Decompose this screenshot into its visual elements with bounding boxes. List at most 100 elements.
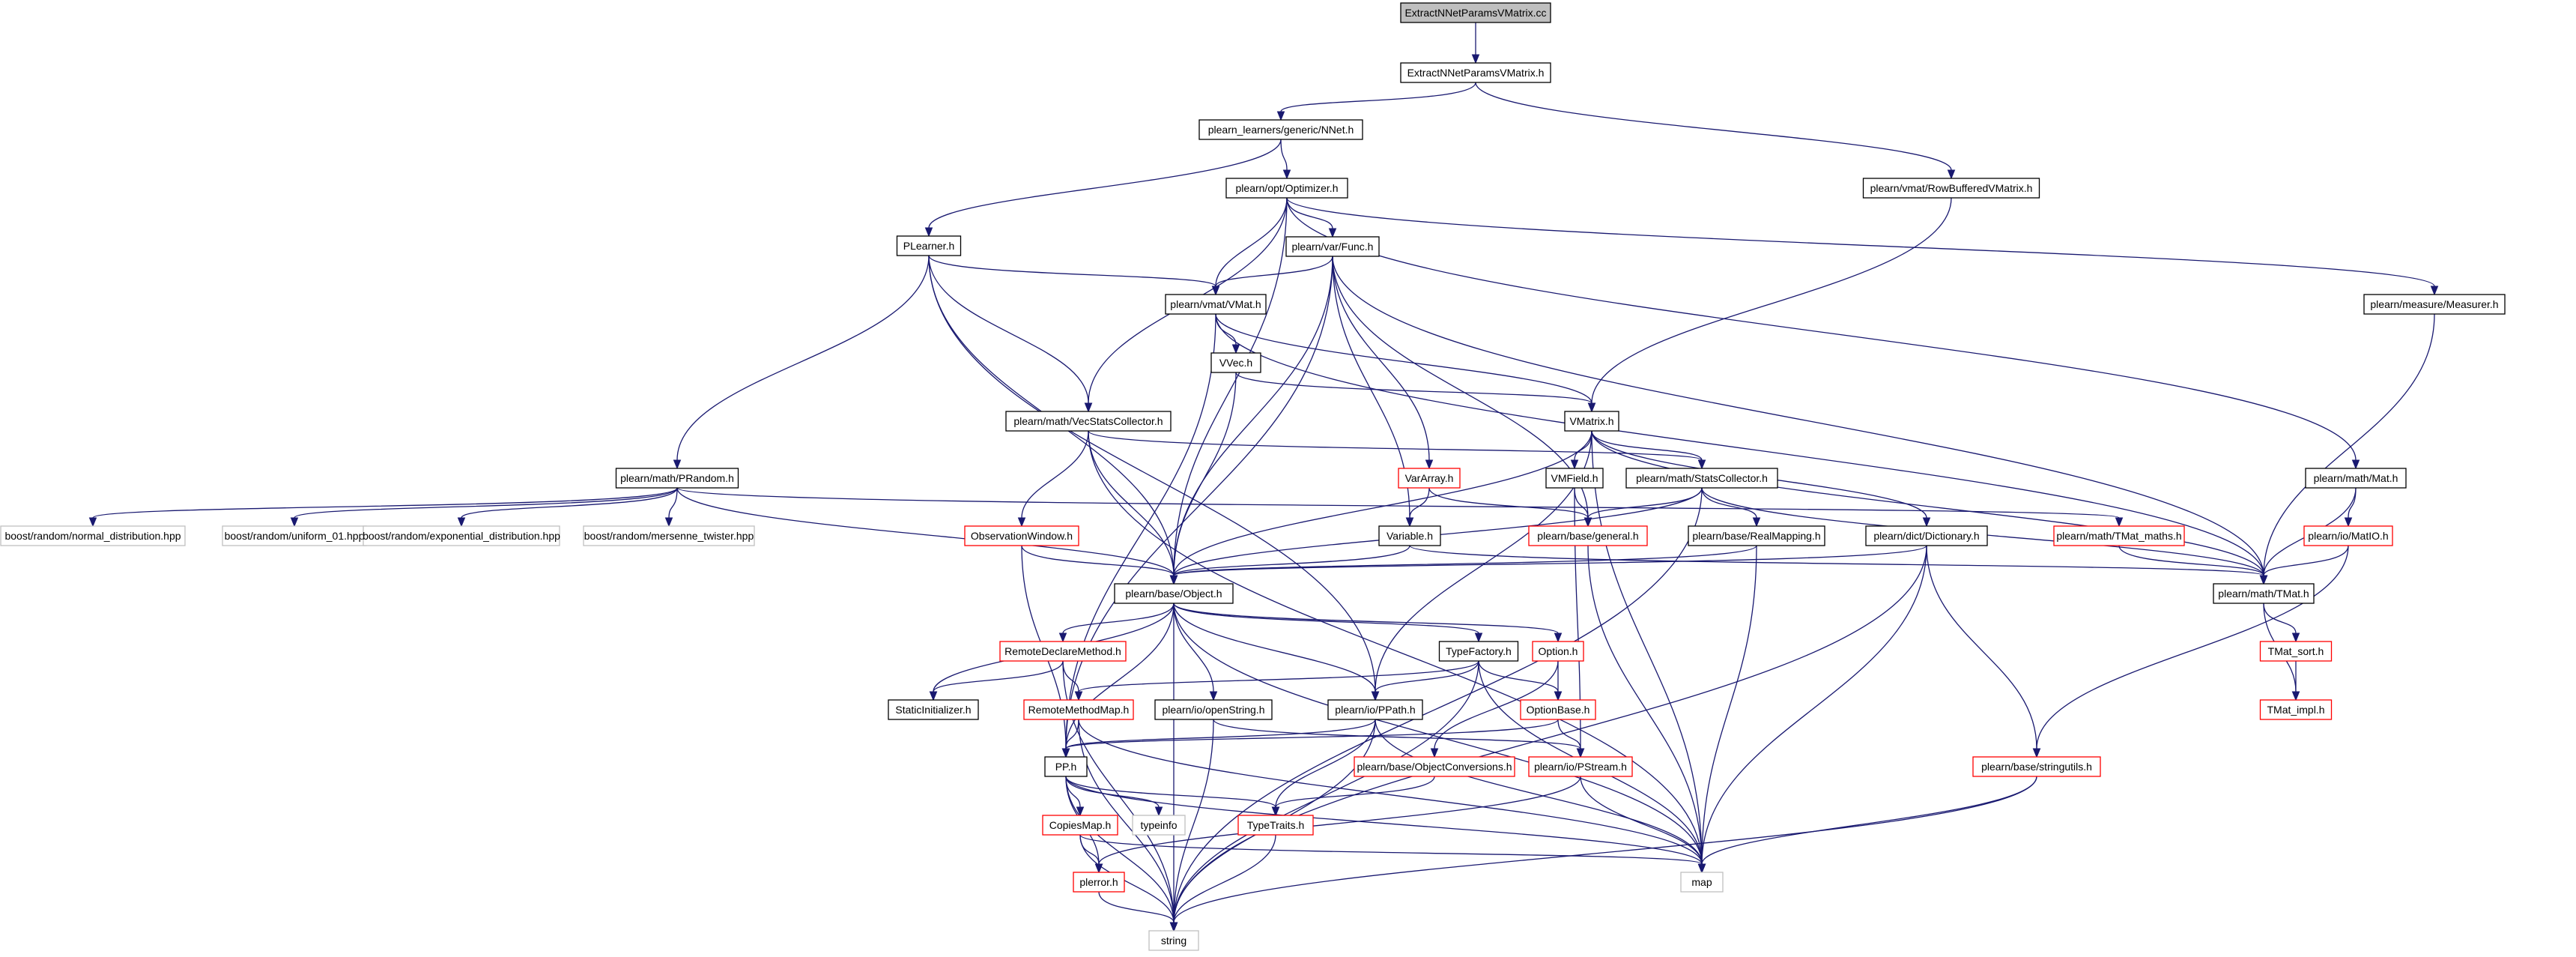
arrowhead-root-to-extract_h [1471, 54, 1480, 64]
node-stringutils-h[interactable]: plearn/base/stringutils.h [1972, 756, 2101, 777]
node-uniform01: boost/random/uniform_01.hpp [222, 525, 367, 546]
node-openstring-h[interactable]: plearn/io/openString.h [1154, 699, 1273, 720]
node-ppath-h[interactable]: plearn/io/PPath.h [1327, 699, 1423, 720]
node-vvec-h[interactable]: VVec.h [1210, 352, 1261, 373]
node-objconv-h[interactable]: plearn/base/ObjectConversions.h [1354, 756, 1515, 777]
node-box [2053, 525, 2185, 546]
node-box [1354, 756, 1515, 777]
node-box [2363, 294, 2506, 315]
edge-openstring_h-to-pstream_h [1213, 719, 1581, 749]
node-vecstats-h[interactable]: plearn/math/VecStatsCollector.h [1005, 411, 1172, 432]
edge-stringutils_h-to-map [1701, 776, 2037, 865]
arrowhead-object_h-to-openstring_h [1209, 691, 1218, 701]
edge-prandom_h-to-exp_dist [461, 487, 678, 519]
node-remotedeclare-h[interactable]: RemoteDeclareMethod.h [999, 641, 1127, 662]
edge-remotemethodmap_h-to-string [1078, 719, 1175, 923]
node-label: CopiesMap.h [1049, 819, 1112, 831]
node-pstream-h[interactable]: plearn/io/PStream.h [1528, 756, 1633, 777]
edge-ppath_h-to-pp_h [1065, 719, 1376, 749]
node-vmfield-h[interactable]: VMField.h [1545, 468, 1604, 489]
node-typefactory-h[interactable]: TypeFactory.h [1438, 641, 1519, 662]
node-box [1865, 525, 1988, 546]
node-general-h[interactable]: plearn/base/general.h [1528, 525, 1648, 546]
edge-dictionary_h-to-stringutils_h [1926, 545, 2037, 749]
node-tmat-impl-h[interactable]: TMat_impl.h [2259, 699, 2333, 720]
edge-optimizer_h-to-vmat_h [1215, 197, 1288, 287]
node-label: plearn/base/stringutils.h [1981, 761, 2092, 773]
edge-vmat_h-to-pp_h [1065, 313, 1216, 749]
node-label: TypeFactory.h [1446, 645, 1512, 657]
node-mersenne: boost/random/mersenne_twister.hpp [583, 525, 755, 546]
node-realmapping-h[interactable]: plearn/base/RealMapping.h [1688, 525, 1825, 546]
edge-optimizer_h-to-object_h [1173, 197, 1288, 576]
node-label: typeinfo [1140, 819, 1177, 831]
node-label: boost/random/uniform_01.hpp [225, 530, 365, 542]
arrowhead-remotedeclare_h-to-staticinit_h [929, 691, 938, 701]
node-label: plearn/var/Func.h [1292, 241, 1374, 253]
edge-prandom_h-to-mersenne [668, 487, 678, 519]
node-perror-h[interactable]: plerror.h [1073, 872, 1125, 893]
node-extract-h[interactable]: ExtractNNetParamsVMatrix.h [1400, 62, 1551, 83]
arrowhead-optimizer_h-to-measurer_h [2430, 286, 2439, 296]
edge-object_h-to-pp_h [1065, 603, 1175, 749]
node-typeinfo: typeinfo [1132, 815, 1186, 836]
node-obswindow-h[interactable]: ObservationWindow.h [964, 525, 1079, 546]
node-rowbuf-h[interactable]: plearn/vmat/RowBufferedVMatrix.h [1862, 178, 2040, 199]
edge-variable_h-to-tmat_h [1409, 545, 2264, 576]
node-vmatrix-h[interactable]: VMatrix.h [1564, 411, 1619, 432]
node-box [1198, 119, 1363, 140]
node-label: plearn_learners/generic/NNet.h [1208, 124, 1354, 136]
edge-func_h-to-vmat_h [1215, 256, 1333, 287]
node-root[interactable]: ExtractNNetParamsVMatrix.cc [1400, 2, 1551, 23]
arrowhead-statscollector_h-to-general_h [1584, 517, 1592, 528]
edge-dictionary_h-to-object_h [1173, 545, 1927, 576]
node-prandom-h[interactable]: plearn/math/PRandom.h [615, 468, 739, 489]
node-box [1528, 756, 1633, 777]
node-optimizer-h[interactable]: plearn/opt/Optimizer.h [1225, 178, 1348, 199]
edge-obswindow_h-to-object_h [1021, 545, 1175, 576]
edge-vmatrix_h-to-map [1591, 430, 1703, 865]
node-tmat-sort-h[interactable]: TMat_sort.h [2259, 641, 2333, 662]
node-box [1225, 178, 1348, 199]
node-remotemethodmap-h[interactable]: RemoteMethodMap.h [1023, 699, 1134, 720]
node-measurer-h[interactable]: plearn/measure/Measurer.h [2363, 294, 2506, 315]
node-pp-h[interactable]: PP.h [1044, 756, 1088, 777]
node-statscollector-h[interactable]: plearn/math/StatsCollector.h [1625, 468, 1778, 489]
node-label: VMField.h [1551, 472, 1598, 484]
edge-statscollector_h-to-general_h [1587, 487, 1703, 519]
edge-ppath_h-to-map [1375, 719, 1703, 865]
node-matio-h[interactable]: plearn/io/MatIO.h [2303, 525, 2393, 546]
edge-ppath_h-to-typetraits_h [1275, 719, 1376, 808]
node-vmat-h[interactable]: plearn/vmat/VMat.h [1165, 294, 1267, 315]
node-vararray-h[interactable]: VarArray.h [1398, 468, 1461, 489]
node-variable-h[interactable]: Variable.h [1378, 525, 1441, 546]
edge-object_h-to-option_h [1173, 603, 1559, 634]
node-option-h[interactable]: Option.h [1532, 641, 1584, 662]
arrowhead-pp_h-to-typeinfo [1154, 806, 1163, 817]
node-mat-h[interactable]: plearn/math/Mat.h [2305, 468, 2407, 489]
node-label: plearn/base/ObjectConversions.h [1357, 761, 1512, 773]
arrowhead-vmatrix_h-to-dictionary_h [1922, 517, 1931, 528]
node-dictionary-h[interactable]: plearn/dict/Dictionary.h [1865, 525, 1988, 546]
node-box [964, 525, 1079, 546]
node-tmat-maths-h[interactable]: plearn/math/TMat_maths.h [2053, 525, 2185, 546]
node-nnet-h[interactable]: plearn_learners/generic/NNet.h [1198, 119, 1363, 140]
edge-vmatrix_h-to-tmat_h [1591, 430, 2264, 576]
node-copiesmap-h[interactable]: CopiesMap.h [1042, 815, 1118, 836]
node-plearner-h[interactable]: PLearner.h [896, 235, 962, 256]
edge-vvec_h-to-vmatrix_h [1235, 372, 1592, 404]
edge-optionbase_h-to-pp_h [1065, 719, 1559, 749]
edge-pp_h-to-typetraits_h [1065, 776, 1276, 808]
node-optionbase-h[interactable]: OptionBase.h [1520, 699, 1596, 720]
edges-layer [88, 22, 2439, 932]
node-typetraits-h[interactable]: TypeTraits.h [1237, 815, 1314, 836]
edge-realmapping_h-to-map [1701, 545, 1757, 865]
node-tmat-h[interactable]: plearn/math/TMat.h [2213, 583, 2315, 604]
edge-plearner_h-to-vmat_h [928, 255, 1216, 287]
edge-optimizer_h-to-measurer_h [1286, 197, 2435, 287]
edge-func_h-to-tmat_h [1332, 256, 2264, 576]
node-label: plearn/base/general.h [1537, 530, 1638, 542]
node-staticinit-h[interactable]: StaticInitializer.h [888, 699, 979, 720]
node-func-h[interactable]: plearn/var/Func.h [1285, 236, 1380, 257]
node-object-h[interactable]: plearn/base/Object.h [1114, 583, 1234, 604]
